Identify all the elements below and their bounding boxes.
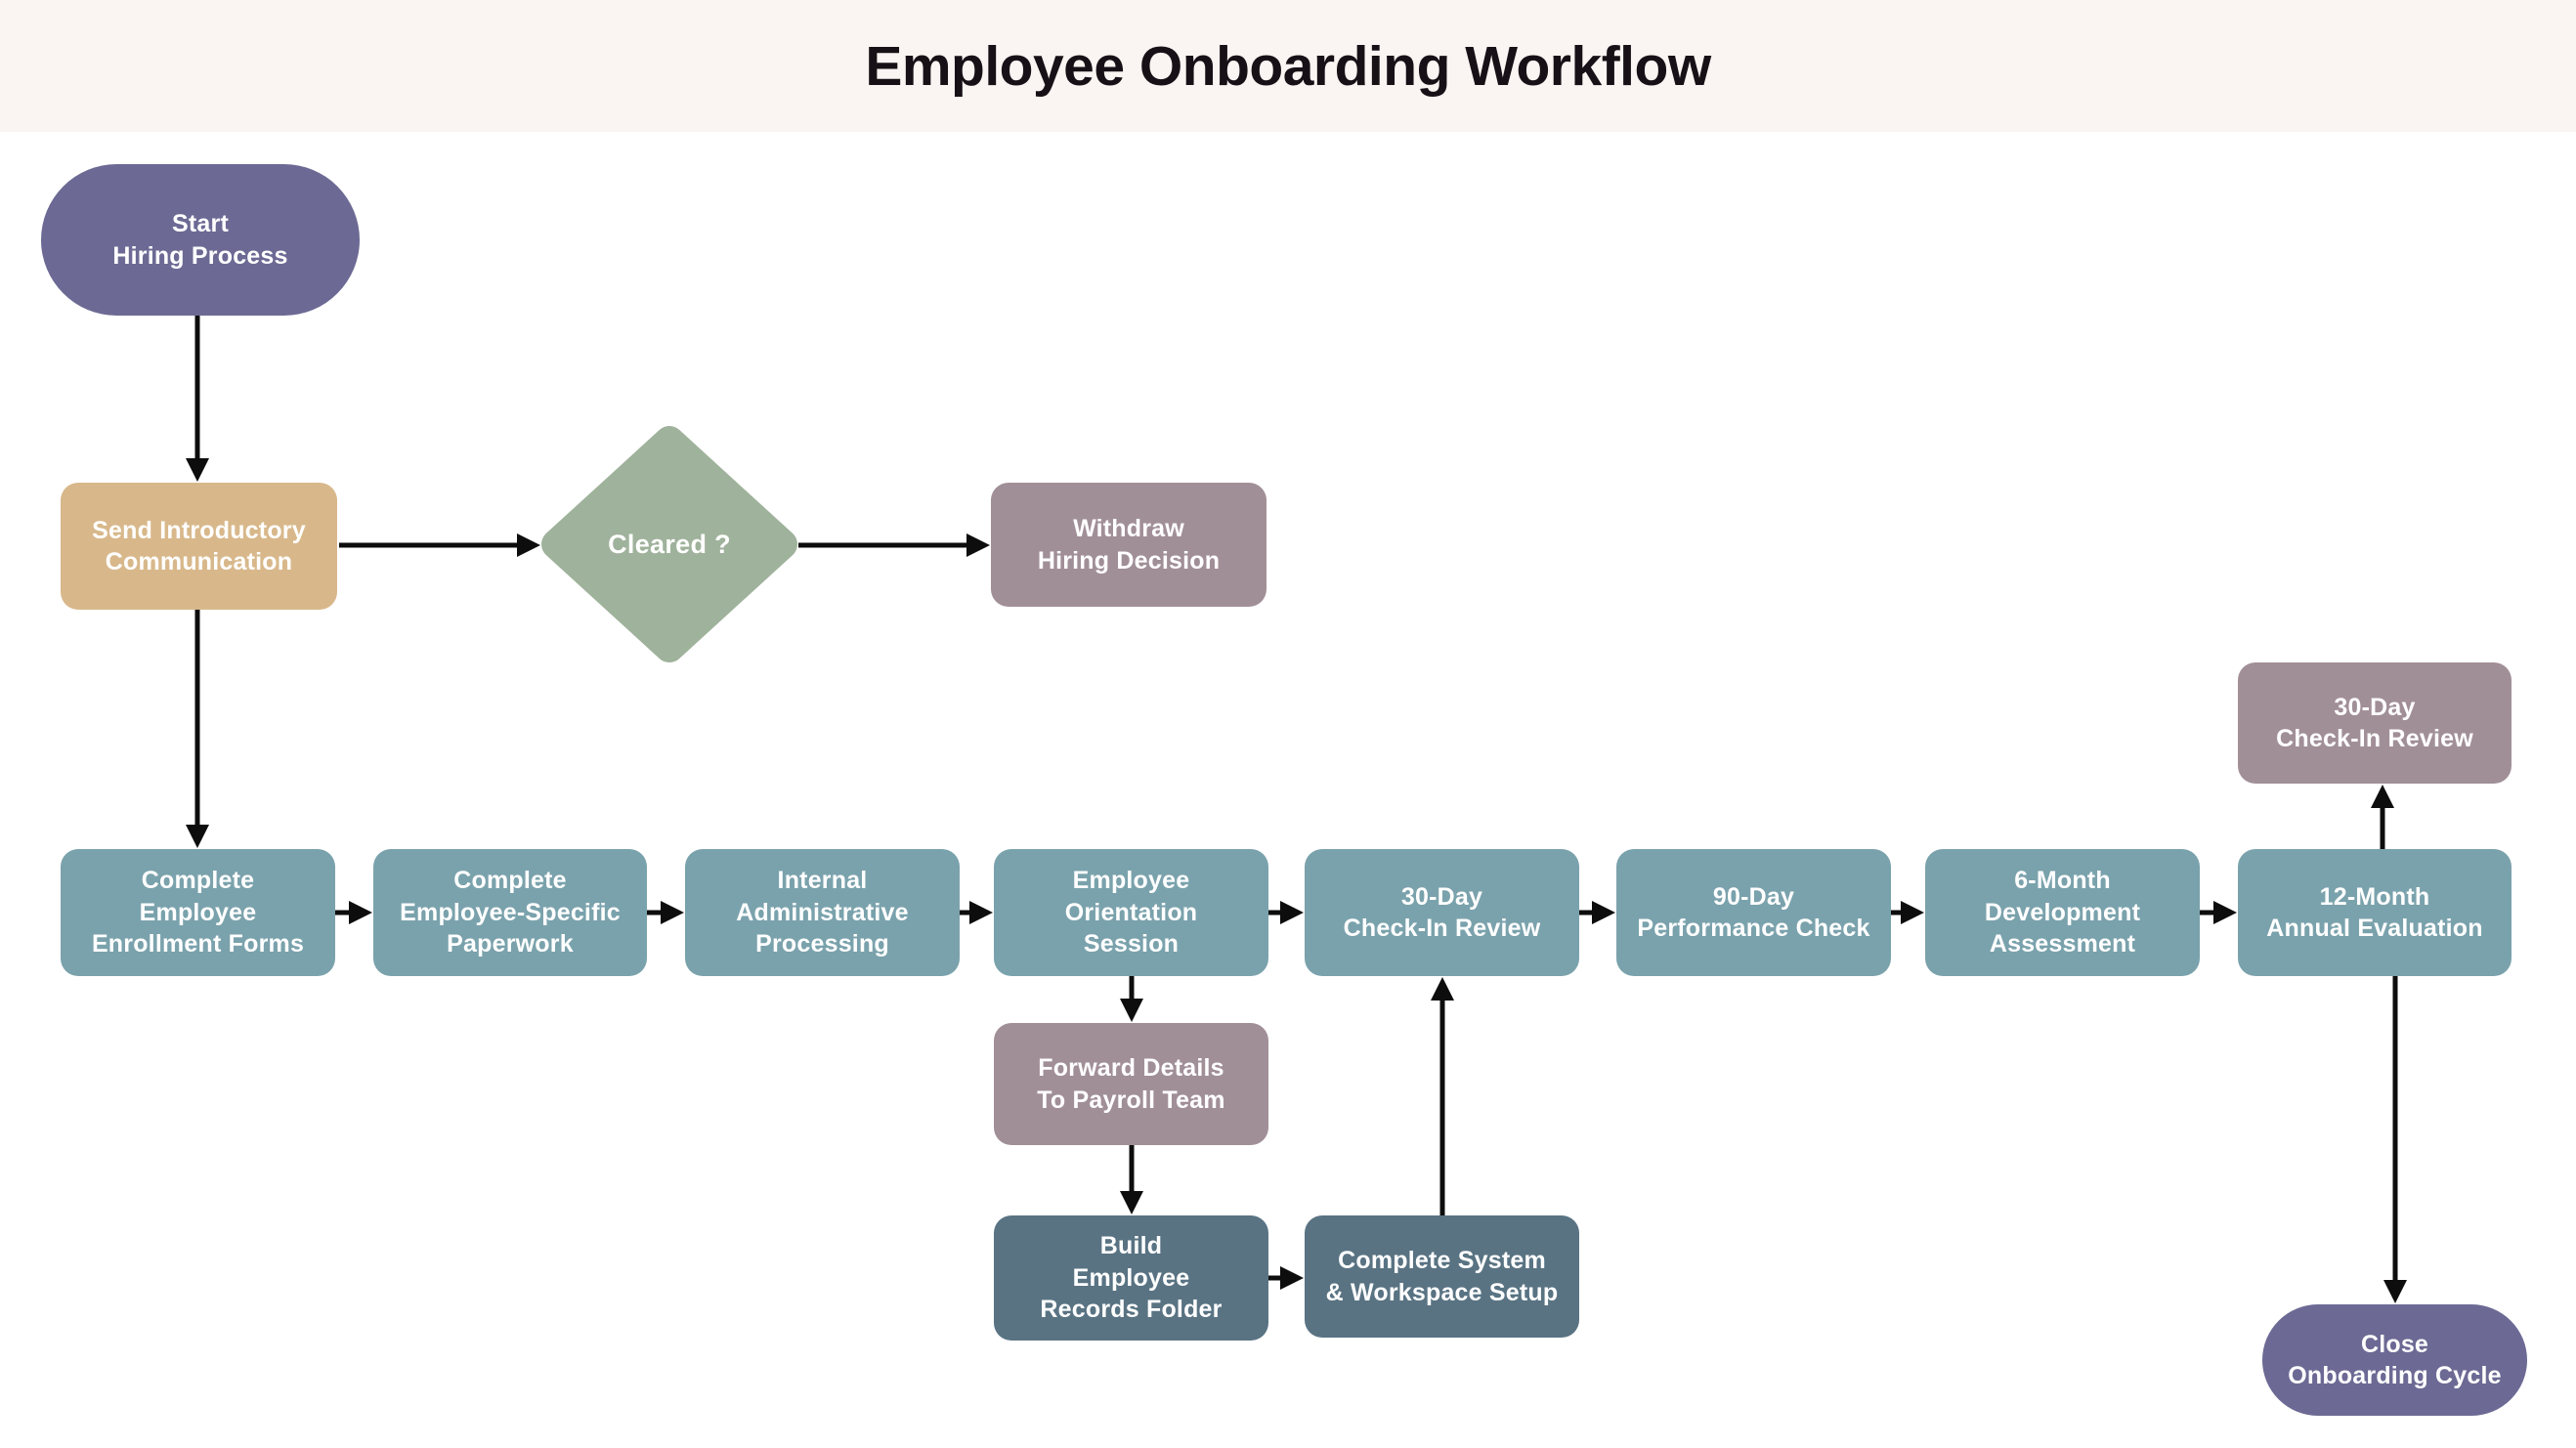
node-label-line: Assessment bbox=[1989, 930, 2136, 958]
decision-diamond-shape bbox=[541, 426, 797, 662]
node-label-line: Session bbox=[1083, 930, 1180, 958]
node-label-line: 30-Day bbox=[1400, 882, 1483, 911]
node-send-introductory-communication: Send Introductory Communication bbox=[61, 483, 337, 610]
node-label-line: Enrollment Forms bbox=[91, 930, 305, 958]
node-label-line: Paperwork bbox=[447, 930, 574, 958]
node-complete-employee-specific-paperwork: Complete Employee-Specific Paperwork bbox=[373, 849, 647, 976]
node-label-line: 90-Day bbox=[1712, 882, 1795, 911]
node-30-day-check-in-review-followup: 30-Day Check-In Review bbox=[2238, 662, 2512, 784]
node-withdraw-hiring-decision: Withdraw Hiring Decision bbox=[991, 483, 1267, 607]
node-label-line: Withdraw bbox=[1073, 515, 1184, 542]
node-label-line: Communication bbox=[105, 548, 293, 575]
node-start-hiring-process: Start Hiring Process bbox=[41, 164, 360, 316]
node-label-line: Internal bbox=[777, 867, 868, 895]
node-90-day-performance-check: 90-Day Performance Check bbox=[1616, 849, 1891, 976]
node-label-line: Performance Check bbox=[1637, 915, 1870, 942]
node-label-line: 6-Month bbox=[2014, 867, 2111, 895]
node-label-line: To Payroll Team bbox=[1037, 1086, 1225, 1114]
node-12-month-annual-evaluation: 12-Month Annual Evaluation bbox=[2238, 849, 2512, 976]
node-label-line: Cleared ? bbox=[608, 529, 731, 559]
title-bar: Employee Onboarding Workflow bbox=[0, 0, 2576, 132]
node-label-line: Check-In Review bbox=[2276, 725, 2473, 752]
node-label-line: Hiring Decision bbox=[1037, 546, 1221, 575]
node-30-day-check-in-review: 30-Day Check-In Review bbox=[1305, 849, 1579, 976]
node-label-line: Close bbox=[2360, 1330, 2429, 1358]
node-label-line: Send Introductory bbox=[92, 516, 306, 544]
node-complete-employee-enrollment-forms: Complete Employee Enrollment Forms bbox=[61, 849, 335, 976]
node-label-line: Check-In Review bbox=[1343, 915, 1541, 942]
node-label-line: 12-Month bbox=[2319, 882, 2430, 911]
node-build-employee-records-folder: Build Employee Records Folder bbox=[994, 1215, 1268, 1341]
node-forward-details-to-payroll-team: Forward Details To Payroll Team bbox=[994, 1023, 1268, 1145]
node-close-onboarding-cycle: Close Onboarding Cycle bbox=[2262, 1304, 2527, 1416]
node-label-line: Build bbox=[1099, 1232, 1163, 1260]
node-label-line: Development bbox=[1984, 898, 2141, 926]
node-label-line: Complete bbox=[453, 867, 567, 895]
node-label-line: Start bbox=[172, 210, 229, 237]
node-label-line: Forward Details bbox=[1038, 1054, 1224, 1082]
node-employee-orientation-session: Employee Orientation Session bbox=[994, 849, 1268, 976]
node-label-line: Hiring Process bbox=[112, 241, 288, 270]
node-label-line: Complete System bbox=[1338, 1247, 1546, 1274]
node-label-line: Employee bbox=[1072, 1263, 1190, 1292]
node-label-line: Administrative bbox=[736, 898, 909, 926]
node-label-line: 30-Day bbox=[2334, 693, 2416, 721]
node-6-month-development-assessment: 6-Month Development Assessment bbox=[1925, 849, 2200, 976]
node-label-line: Processing bbox=[755, 930, 889, 958]
node-label-line: Employee-Specific bbox=[400, 898, 621, 926]
node-label-line: & Workspace Setup bbox=[1325, 1278, 1559, 1306]
node-label-line: Onboarding Cycle bbox=[2288, 1362, 2502, 1389]
node-label-line: Annual Evaluation bbox=[2266, 915, 2483, 942]
node-label-line: Complete bbox=[141, 867, 255, 895]
node-complete-system-workspace-setup: Complete System & Workspace Setup bbox=[1305, 1215, 1579, 1338]
page-title: Employee Onboarding Workflow bbox=[865, 34, 1711, 98]
node-label-line: Orientation bbox=[1064, 898, 1198, 926]
node-label-line: Employee bbox=[139, 898, 257, 926]
node-label-line: Employee bbox=[1072, 867, 1190, 895]
node-label-line: Records Folder bbox=[1040, 1296, 1223, 1324]
node-cleared-decision: Cleared ? bbox=[540, 425, 798, 663]
node-internal-administrative-processing: Internal Administrative Processing bbox=[685, 849, 960, 976]
